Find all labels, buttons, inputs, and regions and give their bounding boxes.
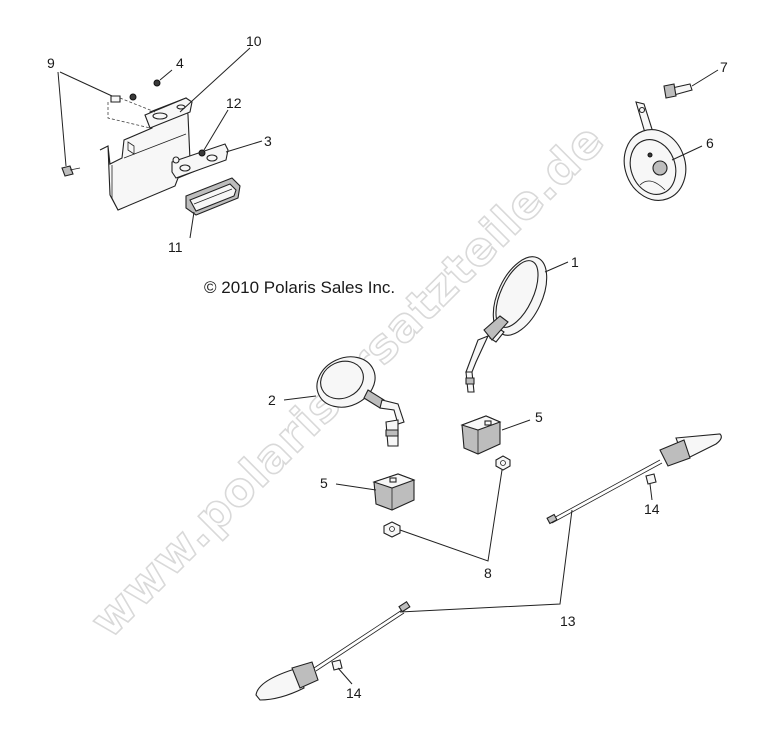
callout-14-upper: 14 — [644, 501, 660, 517]
callout-5-lower: 5 — [320, 475, 328, 491]
mirror-right-stem — [465, 334, 490, 373]
turn-signal-left-lens — [255, 667, 305, 701]
switch-block-lower — [372, 473, 416, 511]
callout-5-upper: 5 — [535, 409, 543, 425]
callout-2: 2 — [268, 392, 276, 408]
callout-labels: 1 2 3 4 5 5 6 7 8 9 10 11 12 13 14 14 — [47, 33, 728, 701]
callout-7: 7 — [720, 59, 728, 75]
callout-1: 1 — [571, 254, 579, 270]
screw-14-upper — [645, 473, 657, 485]
screw-9-lower — [61, 165, 74, 177]
callout-11: 11 — [168, 239, 183, 255]
callout-3: 3 — [264, 133, 272, 149]
leader-lines — [57, 47, 719, 685]
callout-6: 6 — [706, 135, 714, 151]
fastener-4 — [153, 79, 161, 87]
switch-block-upper — [460, 415, 502, 455]
nut-12 — [198, 149, 206, 157]
turn-signal-left — [255, 600, 411, 701]
callout-13: 13 — [560, 613, 576, 629]
nut-upper — [495, 455, 511, 471]
callout-12: 12 — [226, 95, 242, 111]
screw-9-upper — [110, 95, 121, 103]
callout-8: 8 — [484, 565, 492, 581]
callout-9: 9 — [47, 55, 55, 71]
nut-lower — [383, 521, 401, 538]
screw-14-lower — [331, 659, 343, 671]
callout-10: 10 — [246, 33, 262, 49]
mirror-left — [316, 356, 405, 447]
turn-signal-right — [546, 433, 722, 525]
callout-14-lower: 14 — [346, 685, 362, 701]
horn-assembly — [623, 83, 693, 201]
license-bracket-assembly — [61, 79, 241, 216]
copyright-notice: © 2010 Polaris Sales Inc. — [204, 278, 395, 297]
mirror-right — [465, 256, 548, 393]
mirror-left-stem — [379, 399, 405, 425]
callout-4: 4 — [176, 55, 184, 71]
